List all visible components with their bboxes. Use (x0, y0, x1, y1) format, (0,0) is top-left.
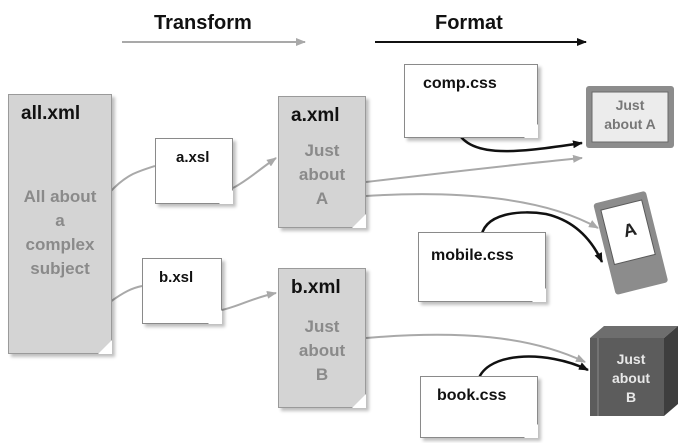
a-xsl-label: a.xsl (176, 149, 210, 166)
source-body: All about a complex subject (23, 187, 97, 278)
book-cover-text: Just about B (611, 351, 651, 405)
a-xml-to-mobile-arrow (365, 193, 599, 229)
dog-ear (524, 424, 538, 438)
b-xml-body: Just about B (298, 317, 346, 384)
dog-ear (219, 190, 233, 204)
format-header: Format (435, 12, 503, 34)
a-xml-to-computer-arrow (365, 154, 583, 183)
b-xml-title: b.xml (291, 277, 341, 298)
a-xsl-to-a-xml-arrow (232, 157, 277, 189)
dog-ear (352, 394, 366, 408)
dog-ear (208, 310, 222, 324)
a-xml-document: a.xml Just about A (278, 96, 366, 228)
a-xsl-stylesheet: a.xsl (155, 138, 233, 204)
source-to-a-xsl-connector (109, 165, 156, 193)
source-title: all.xml (21, 103, 81, 124)
comp-css-label: comp.css (423, 75, 497, 92)
mobile-css-stylesheet: mobile.css (418, 232, 546, 302)
b-xsl-stylesheet: b.xsl (142, 258, 222, 324)
mobile-device (593, 191, 668, 295)
dog-ear (532, 288, 546, 302)
b-xml-document: b.xml Just about B (278, 268, 366, 408)
mobile-css-label: mobile.css (431, 247, 514, 264)
book-css-label: book.css (437, 387, 507, 404)
dog-ear (524, 124, 538, 138)
transform-header: Transform (154, 12, 252, 34)
a-xml-body: Just about A (298, 141, 346, 208)
b-xml-to-book-arrow (365, 333, 586, 363)
dog-ear (98, 340, 112, 354)
computer-screen-text: Just about A (604, 97, 656, 132)
mobile-screen-text: A (621, 218, 639, 242)
book-css-stylesheet: book.css (420, 376, 538, 438)
b-xsl-to-b-xml-arrow (221, 290, 277, 311)
b-xsl-label: b.xsl (159, 269, 194, 286)
a-xml-title: a.xml (291, 105, 340, 126)
comp-css-stylesheet: comp.css (404, 64, 538, 138)
dog-ear (352, 214, 366, 228)
source-to-b-xsl-connector (109, 285, 143, 303)
source-document: all.xml All about a complex subject (8, 94, 112, 354)
